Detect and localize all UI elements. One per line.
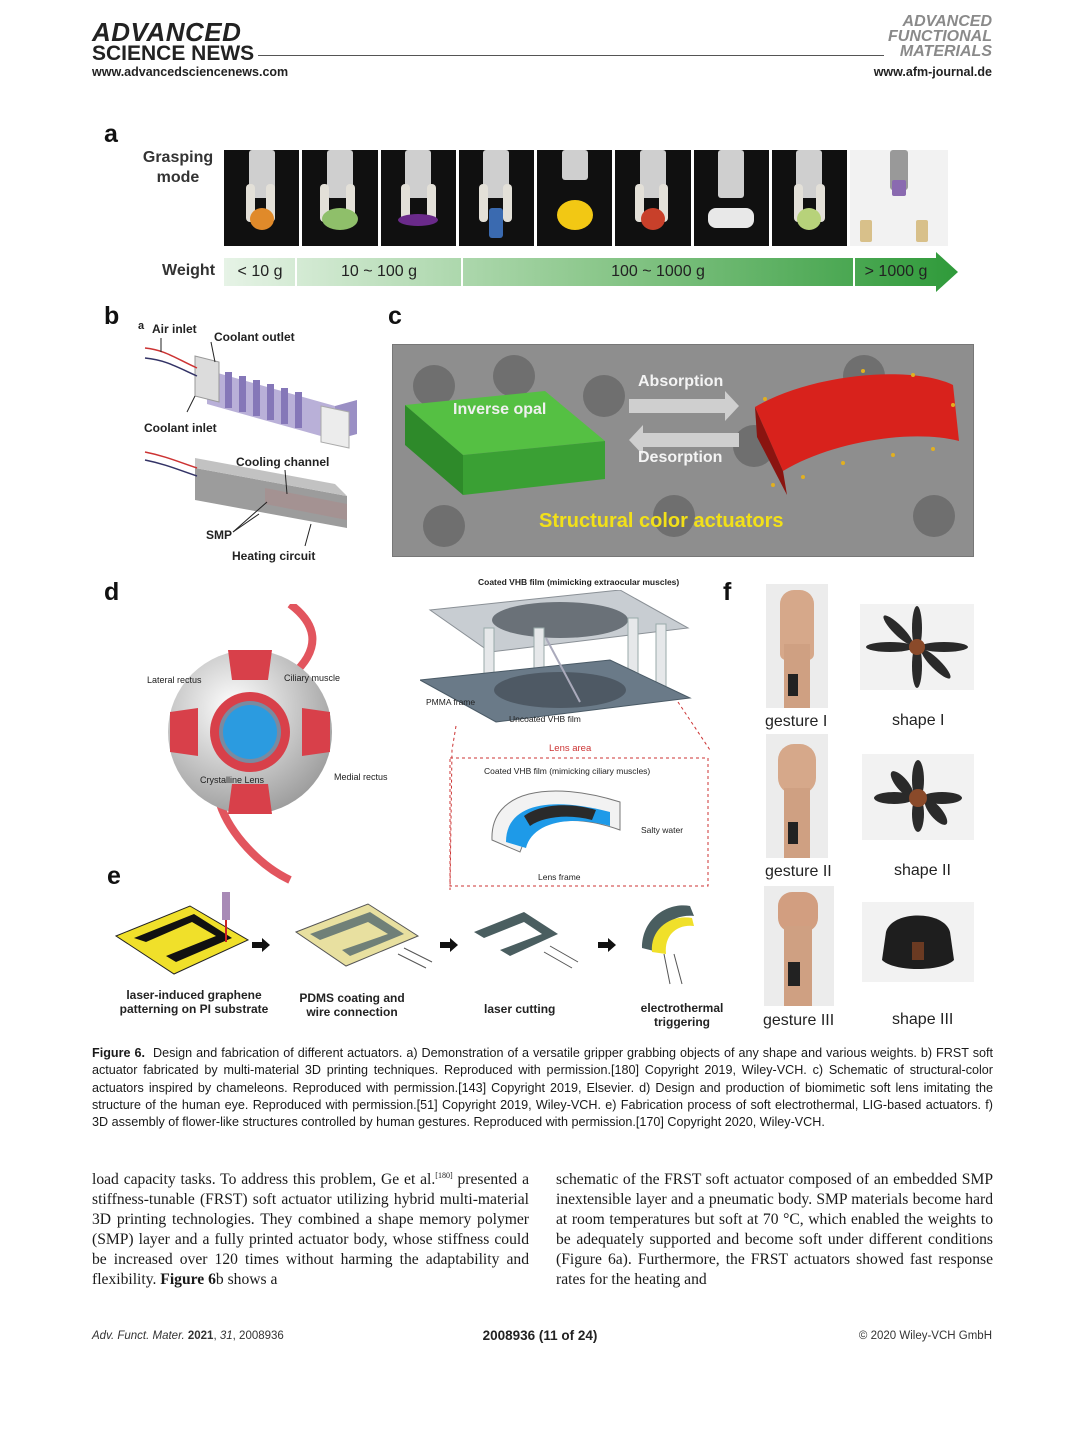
footer-copyright: © 2020 Wiley-VCH GmbH xyxy=(858,1330,992,1342)
device-label: Lens frame xyxy=(538,872,581,882)
body-text: load capacity tasks. To address this pro… xyxy=(92,1171,436,1188)
eye-label: Lateral rectus xyxy=(147,675,202,685)
desorption-label: Desorption xyxy=(638,449,723,466)
gesture-photo xyxy=(766,584,828,708)
frst-actuator-drawing xyxy=(144,338,357,547)
gripper-photo xyxy=(458,150,535,246)
panel-b-letter: b xyxy=(104,302,120,330)
footer-year: 2021 xyxy=(187,1330,214,1342)
body-column-left: load capacity tasks. To address this pro… xyxy=(92,1170,529,1290)
structural-color-drawing xyxy=(405,369,959,495)
journal-logo: ADVANCED FUNCTIONAL MATERIALS xyxy=(888,13,992,60)
panel-b-label: Coolant inlet xyxy=(144,421,217,435)
gesture-photo xyxy=(766,734,828,858)
device-label: Salty water xyxy=(641,825,684,835)
journal-logo-line2: FUNCTIONAL xyxy=(888,28,992,45)
weight-label: Weight xyxy=(162,262,216,279)
gripper-photo xyxy=(302,150,378,246)
lig-fabrication-drawing xyxy=(114,892,694,985)
inverse-opal-label: Inverse opal xyxy=(453,401,547,418)
weight-segment: < 10 g xyxy=(237,263,283,280)
weight-segment: > 1000 g xyxy=(864,263,928,280)
eye-model-drawing xyxy=(168,604,332,884)
panel-a-letter: a xyxy=(104,120,118,148)
soft-lens-device-drawing xyxy=(420,590,710,890)
publisher-logo-line1: ADVANCED xyxy=(92,17,242,47)
panel-d-letter: d xyxy=(104,578,120,606)
panel-b-label: Heating circuit xyxy=(232,549,316,563)
caption-text: Design and fabrication of different actu… xyxy=(92,1046,994,1130)
panel-b-label: SMP xyxy=(206,528,233,542)
panel-c-letter: c xyxy=(388,302,402,330)
gripper-photo-strip xyxy=(224,150,948,246)
flower-shape-photo xyxy=(860,604,974,690)
figure-ref[interactable]: Figure 6 xyxy=(160,1271,216,1288)
absorption-label: Absorption xyxy=(638,373,724,390)
footer-page-number: 2008936 (11 of 24) xyxy=(482,1328,598,1343)
shape-label: shape I xyxy=(892,712,945,729)
footer-journal: Adv. Funct. Mater. xyxy=(92,1330,185,1342)
publisher-url[interactable]: www.advancedsciencenews.com xyxy=(92,65,289,79)
publisher-logo-line2: SCIENCE NEWS xyxy=(92,42,255,65)
gesture-label: gesture II xyxy=(765,863,832,880)
body-text: schematic of the FRST soft actuator comp… xyxy=(556,1171,993,1288)
device-label: Coated VHB film (mimicking ciliary muscl… xyxy=(484,766,651,776)
gripper-photo xyxy=(615,150,691,246)
gripper-photo xyxy=(850,150,948,246)
structural-color-panel: Inverse opal Absorption Desorption Struc… xyxy=(392,344,974,557)
flower-shape-photo xyxy=(862,902,974,982)
gripper-photo xyxy=(771,150,848,246)
panel-f-letter: f xyxy=(723,578,732,606)
device-label: PMMA frame xyxy=(426,697,476,707)
body-column-right: schematic of the FRST soft actuator comp… xyxy=(556,1170,993,1290)
fabrication-step-label: electrothermal triggering xyxy=(640,1001,724,1029)
structural-color-title: Structural color actuators xyxy=(539,510,784,532)
journal-url[interactable]: www.afm-journal.de xyxy=(873,65,992,79)
weight-segment: 10 ~ 100 g xyxy=(340,263,418,280)
header-rule xyxy=(258,55,884,56)
gesture-photo xyxy=(764,886,834,1006)
eye-label: Ciliary muscle xyxy=(284,673,341,683)
fabrication-step-label: laser cutting xyxy=(484,1002,556,1016)
eye-label: Medial rectus xyxy=(334,772,388,782)
panel-b-label: Coolant outlet xyxy=(214,330,295,344)
gesture-label: gesture III xyxy=(763,1012,835,1029)
fabrication-step-label: laser-induced graphene patterning on PI … xyxy=(119,988,269,1016)
footer-volume: 31 xyxy=(219,1330,233,1342)
body-text: presented a stiffness-tunable (FRST) sof… xyxy=(92,1171,529,1288)
gripper-photo xyxy=(380,150,456,246)
publisher-logo: ADVANCED SCIENCE NEWS xyxy=(92,17,255,65)
citation-ref[interactable]: [180] xyxy=(435,1170,453,1180)
gripper-photo xyxy=(537,150,613,246)
shape-label: shape III xyxy=(892,1011,954,1028)
fabrication-step-label: PDMS coating and wire connection xyxy=(299,991,405,1019)
panel-b-label: Air inlet xyxy=(152,322,197,336)
gripper-photo xyxy=(224,150,300,246)
grasping-mode-label: Grasping mode xyxy=(142,149,214,186)
journal-logo-line3: MATERIALS xyxy=(899,43,992,60)
weight-arrow xyxy=(224,252,958,292)
panel-e-letter: e xyxy=(107,862,121,890)
weight-segment: 100 ~ 1000 g xyxy=(611,263,705,280)
caption-label: Figure 6. xyxy=(92,1046,145,1060)
device-label: Lens area xyxy=(549,743,592,754)
footer-citation: Adv. Funct. Mater. 2021, 31, 2008936 xyxy=(92,1330,284,1342)
gesture-label: gesture I xyxy=(765,713,828,730)
device-label: Coated VHB film (mimicking extraocular m… xyxy=(478,577,680,587)
footer-article: 2008936 xyxy=(239,1330,284,1342)
body-text: b shows a xyxy=(215,1271,278,1288)
figure-caption: Figure 6. Design and fabrication of diff… xyxy=(92,1045,993,1131)
flower-shape-photo xyxy=(862,754,974,840)
panel-b-sub-letter: a xyxy=(138,320,145,332)
device-label: Uncoated VHB film xyxy=(509,714,581,724)
gripper-photo xyxy=(693,150,769,246)
panel-b-label: Cooling channel xyxy=(236,455,330,469)
journal-logo-line1: ADVANCED xyxy=(902,13,992,30)
eye-label: Crystalline Lens xyxy=(200,775,265,785)
shape-label: shape II xyxy=(894,862,951,879)
